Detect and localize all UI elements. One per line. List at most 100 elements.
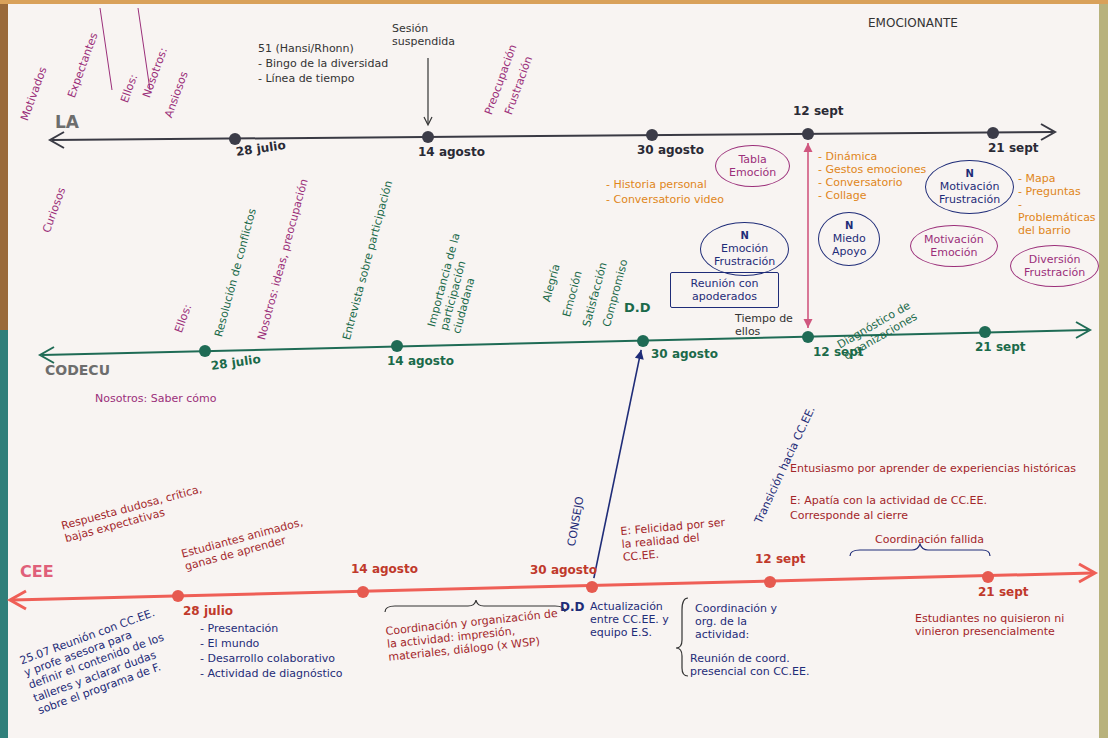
timeline-dot — [586, 581, 598, 593]
note-text: - Bingo de la diversidad — [258, 57, 388, 70]
note-text: - Conversatorio video — [606, 193, 724, 206]
shape-text: Reunión con apoderados — [677, 277, 772, 303]
arrow-head — [804, 143, 813, 152]
timeline-dot — [357, 586, 369, 598]
date-text: 12 sept — [813, 345, 863, 359]
note-text: Curiosos — [40, 186, 69, 235]
shape-text: Emoción — [924, 246, 984, 259]
date-text: 21 sept — [978, 585, 1028, 599]
note-text: Nosotros: ideas, preocupación — [255, 177, 311, 341]
note-text: Entusiasmo por aprender de experiencias … — [790, 462, 1080, 475]
timeline-dot — [982, 571, 994, 583]
note-text: LA — [55, 112, 79, 132]
shape-text: Miedo — [832, 232, 866, 245]
timeline-dot — [987, 127, 999, 139]
shape-text: Frustración — [1024, 266, 1085, 279]
timeline-dot — [422, 131, 434, 143]
timeline-dot — [646, 129, 658, 141]
note-text: Motivados — [18, 65, 50, 122]
shape-text: Emoción — [714, 242, 775, 255]
emotion-circle: NMiedoApoyo — [818, 212, 880, 266]
emotion-circle: NMotivaciónFrustración — [925, 160, 1014, 214]
note-text: 51 (Hansi/Rhonn) — [258, 42, 354, 55]
date-text: 30 agosto — [651, 347, 718, 361]
shape-text: Apoyo — [832, 245, 866, 258]
note-text: Importancia de la participación ciudadan… — [425, 209, 494, 335]
note-text: Tiempo de ellos — [735, 312, 795, 338]
note-text: Coordinación fallida — [875, 533, 984, 546]
timeline-dot — [199, 345, 211, 357]
note-text: - Gestos emociones — [818, 163, 926, 176]
date-text: 21 sept — [975, 340, 1025, 354]
date-text: 30 agosto — [530, 563, 597, 577]
timeline-dot — [979, 326, 991, 338]
note-text: Ellos: — [118, 73, 140, 105]
date-text: 14 agosto — [418, 145, 485, 159]
arrow-head — [635, 350, 644, 360]
connector-line — [807, 143, 809, 328]
note-text: Nosotros: Saber cómo — [95, 392, 216, 405]
note-text: - Desarrollo colaborativo — [200, 652, 335, 665]
note-text: Estudiantes animados, ganas de aprender — [180, 512, 322, 574]
note-text: E: Felicidad por ser la realidad del CC.… — [620, 515, 738, 564]
note-text: 25.07 Reunión con CC.EE. y profe asesora… — [18, 604, 182, 717]
date-text: 30 agosto — [637, 143, 704, 157]
shape-text: Motivación — [924, 233, 984, 246]
note-text: - Problemáticas del barrio — [1018, 198, 1098, 238]
shape-text: N — [714, 230, 775, 242]
note-text: - Presentación — [200, 622, 278, 635]
shape-text: Frustración — [939, 193, 1000, 206]
emotion-circle: MotivaciónEmoción — [910, 225, 998, 267]
note-text: D.D — [624, 300, 651, 316]
note-text: - Conversatorio — [818, 176, 902, 189]
note-text: CONSEJO — [565, 495, 587, 547]
note-text: - Actividad de diagnóstico — [200, 667, 343, 680]
shape-text: Diversión — [1024, 253, 1085, 266]
timeline-dot — [637, 335, 649, 347]
date-text: 21 sept — [988, 141, 1038, 155]
date-text: 12 sept — [793, 104, 843, 118]
emotion-circle: TablaEmoción — [715, 145, 790, 187]
note-text: - Collage — [818, 189, 866, 202]
note-text: Estudiantes no quisieron ni vinieron pre… — [915, 612, 1085, 638]
shape-text: N — [939, 168, 1000, 180]
arrow-head — [804, 319, 813, 328]
note-text: - El mundo — [200, 637, 259, 650]
timeline-dot — [229, 133, 241, 145]
note-text: Coordinación y organización de la activi… — [385, 606, 568, 664]
note-text: Respuesta dudosa, crítica, bajas expecta… — [60, 481, 212, 545]
date-text: 28 julio — [210, 352, 261, 373]
date-text: 28 julio — [183, 604, 233, 618]
date-text: 14 agosto — [351, 562, 418, 576]
note-box: Reunión con apoderados — [670, 272, 779, 308]
connector-arrow — [804, 143, 813, 328]
note-text: CODECU — [45, 362, 110, 379]
note-text: Reunión de coord. presencial con CC.EE. — [690, 652, 830, 678]
shape-text: Frustración — [714, 255, 775, 268]
shape-text: Tabla — [729, 153, 776, 166]
timeline-dot — [391, 340, 403, 352]
note-text: Corresponde al cierre — [790, 509, 908, 522]
emotion-circle: DiversiónFrustración — [1010, 245, 1099, 287]
note-text: - Historia personal — [606, 178, 707, 191]
note-text: Actualización entre CC.EE. y equipo E.S. — [590, 600, 685, 640]
date-text: 12 sept — [755, 552, 805, 566]
timeline-dot — [802, 331, 814, 343]
note-text: - Dinámica — [818, 150, 877, 163]
shape-text: Emoción — [729, 166, 776, 179]
note-text: D.D — [560, 600, 584, 614]
shape-text: Motivación — [939, 180, 1000, 193]
date-text: 28 julio — [235, 138, 286, 159]
timeline-dot — [172, 590, 184, 602]
note-text: Emoción — [560, 269, 585, 318]
shape-text: N — [832, 220, 866, 232]
note-text: Sesión suspendida — [392, 22, 462, 48]
note-text: - Mapa — [1018, 172, 1055, 185]
date-text: 14 agosto — [387, 354, 454, 368]
note-text: EMOCIONANTE — [868, 16, 958, 30]
note-text: CEE — [20, 562, 54, 581]
note-text: Entrevista sobre participación — [340, 179, 395, 341]
note-text: Resolución de conflictos — [212, 207, 259, 338]
note-text: Coordinación y org. de la actividad: — [695, 602, 800, 642]
